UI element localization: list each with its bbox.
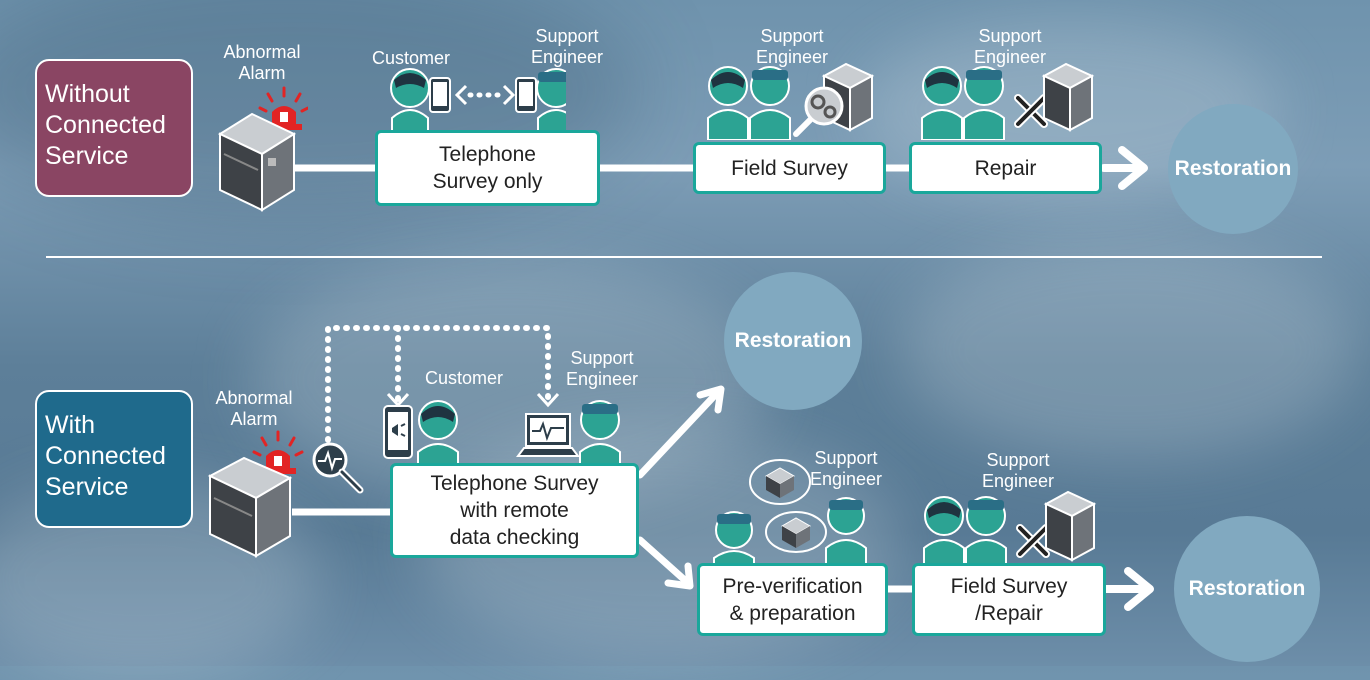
wrench-icon bbox=[1014, 94, 1048, 128]
customer-label: Customer bbox=[371, 48, 451, 68]
field-repair-icons bbox=[923, 490, 1097, 570]
branch-down-line bbox=[636, 536, 692, 587]
person-icon bbox=[417, 400, 459, 466]
support-engineer-label: Support Engineer bbox=[530, 26, 604, 67]
server-icon bbox=[1041, 62, 1095, 132]
step-telephone-survey-remote: Telephone Survey with remote data checki… bbox=[390, 463, 639, 558]
magnifier-icon bbox=[312, 442, 364, 494]
arrow-icon bbox=[664, 562, 694, 590]
arrow-icon bbox=[502, 84, 516, 106]
phone-icon bbox=[383, 405, 413, 459]
person-icon bbox=[390, 68, 430, 134]
alarm-icon bbox=[258, 86, 308, 130]
step-pre-verification: Pre-verification & preparation bbox=[697, 563, 888, 636]
support-engineer-label: Support Engineer bbox=[755, 26, 829, 67]
without-connected-service-label: Without Connected Service bbox=[35, 59, 193, 197]
support-engineer-label: Support Engineer bbox=[809, 448, 883, 489]
support-engineer-label: Support Engineer bbox=[981, 450, 1055, 491]
phone-icon bbox=[515, 77, 537, 113]
remote-check-people-group bbox=[383, 400, 621, 466]
support-engineer-label: Support Engineer bbox=[973, 26, 1047, 67]
step-telephone-survey-only: Telephone Survey only bbox=[375, 130, 600, 206]
arrow-icon bbox=[1124, 567, 1154, 611]
repair-icons bbox=[921, 62, 1095, 140]
field-survey-icons bbox=[707, 62, 875, 140]
customer-label: Customer bbox=[424, 368, 504, 388]
alarm-icon bbox=[252, 430, 304, 474]
person-icon bbox=[965, 496, 1007, 570]
person-icon bbox=[923, 496, 965, 570]
restoration-circle: Restoration bbox=[1168, 104, 1298, 234]
section-divider bbox=[46, 256, 1322, 258]
arrow-icon bbox=[536, 392, 560, 408]
person-icon bbox=[921, 66, 963, 140]
server-icon bbox=[207, 456, 293, 558]
step-field-survey: Field Survey bbox=[693, 142, 886, 194]
support-engineer-label: Support Engineer bbox=[565, 348, 639, 389]
speech-bubble-icon bbox=[765, 511, 827, 553]
person-icon bbox=[707, 66, 749, 140]
restoration-circle-lower: Restoration bbox=[1174, 516, 1320, 662]
person-icon bbox=[536, 68, 566, 134]
person-icon bbox=[963, 66, 1005, 140]
person-icon bbox=[713, 511, 755, 568]
arrow-icon bbox=[696, 385, 725, 414]
abnormal-alarm-label: Abnormal Alarm bbox=[223, 42, 301, 83]
restoration-circle-upper: Restoration bbox=[724, 272, 862, 410]
dotted-data-path bbox=[325, 325, 551, 443]
speech-bubble-icon bbox=[749, 459, 811, 505]
arrow-icon bbox=[454, 84, 468, 106]
person-icon bbox=[825, 497, 867, 568]
step-field-survey-repair: Field Survey /Repair bbox=[912, 563, 1106, 636]
magnifier-icon bbox=[793, 86, 844, 137]
background-cloud bbox=[900, 240, 1360, 460]
step-repair: Repair bbox=[909, 142, 1102, 194]
telephone-people-group bbox=[390, 68, 566, 134]
person-icon bbox=[579, 400, 621, 466]
laptop-icon bbox=[516, 413, 580, 457]
pre-verification-icons bbox=[713, 459, 867, 568]
person-icon bbox=[749, 66, 791, 140]
branch-up-line bbox=[636, 388, 722, 479]
phone-icon bbox=[429, 77, 451, 113]
connector-layer bbox=[0, 0, 1370, 666]
abnormal-alarm-label: Abnormal Alarm bbox=[215, 388, 293, 429]
server-icon bbox=[217, 112, 297, 212]
server-icon bbox=[1043, 490, 1097, 562]
with-connected-service-label: With Connected Service bbox=[35, 390, 193, 528]
wrench-icon bbox=[1016, 524, 1050, 558]
